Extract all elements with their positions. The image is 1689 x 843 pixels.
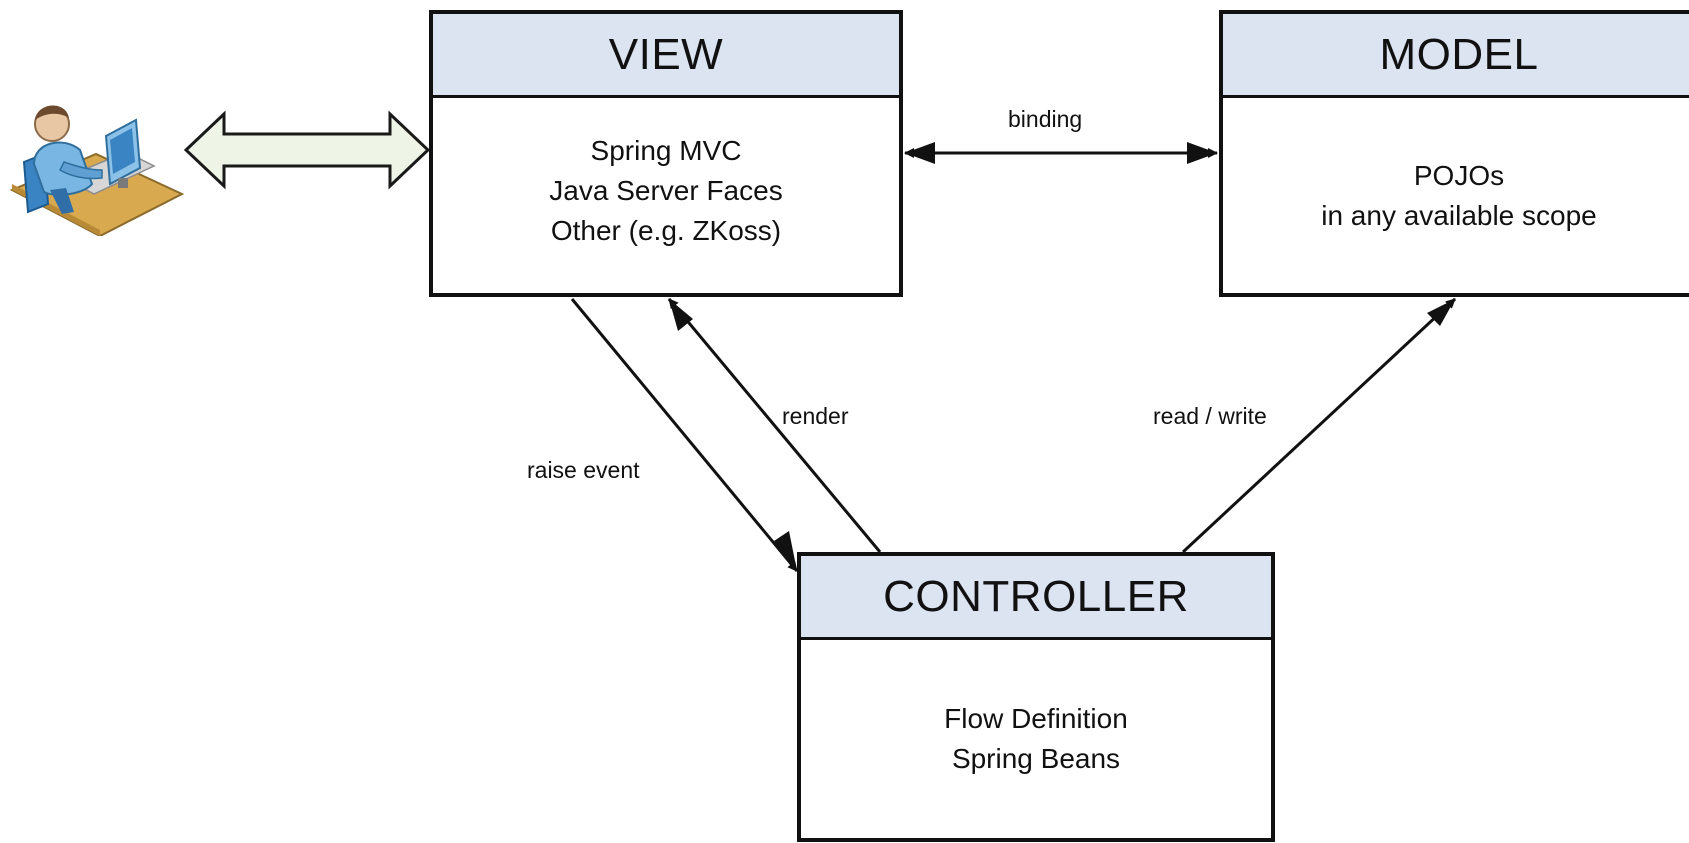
- controller-line-flow-definition: Flow Definition: [944, 703, 1128, 734]
- view-box: VIEW Spring MVC Java Server Faces Other …: [429, 10, 903, 297]
- model-body: POJOs in any available scope: [1223, 98, 1689, 293]
- model-box: MODEL POJOs in any available scope: [1219, 10, 1689, 297]
- render-arrowhead: [669, 299, 693, 331]
- binding-arrowhead-right: [1187, 142, 1217, 164]
- controller-box: CONTROLLER Flow Definition Spring Beans: [797, 552, 1275, 842]
- binding-label: binding: [1008, 106, 1083, 132]
- model-line-pojos: POJOs: [1413, 159, 1505, 191]
- controller-body: Flow Definition Spring Beans: [801, 640, 1271, 838]
- raise-event-arrowhead: [774, 531, 797, 571]
- view-line-spring-mvc: Spring MVC: [590, 134, 742, 166]
- read-write-connector: [1181, 297, 1457, 554]
- controller-title: CONTROLLER: [801, 556, 1271, 640]
- render-connector: [667, 298, 882, 553]
- view-title: VIEW: [433, 14, 899, 98]
- model-line-scope: in any available scope: [1321, 199, 1597, 231]
- read-write-label: read / write: [1153, 403, 1267, 429]
- view-line-jsf: Java Server Faces: [549, 174, 783, 206]
- double-headed-arrow-icon: [184, 110, 430, 190]
- read-write-arrowhead: [1427, 299, 1455, 326]
- raise-event-label: raise event: [527, 457, 640, 483]
- model-title: MODEL: [1223, 14, 1689, 98]
- user-at-computer-icon: [9, 105, 184, 236]
- render-label: render: [782, 403, 849, 429]
- raise-event-connector: [570, 298, 799, 572]
- binding-arrowhead-left: [905, 142, 935, 164]
- controller-line-spring-beans: Spring Beans: [951, 743, 1121, 774]
- view-line-other: Other (e.g. ZKoss): [550, 214, 782, 246]
- view-body: Spring MVC Java Server Faces Other (e.g.…: [433, 98, 899, 293]
